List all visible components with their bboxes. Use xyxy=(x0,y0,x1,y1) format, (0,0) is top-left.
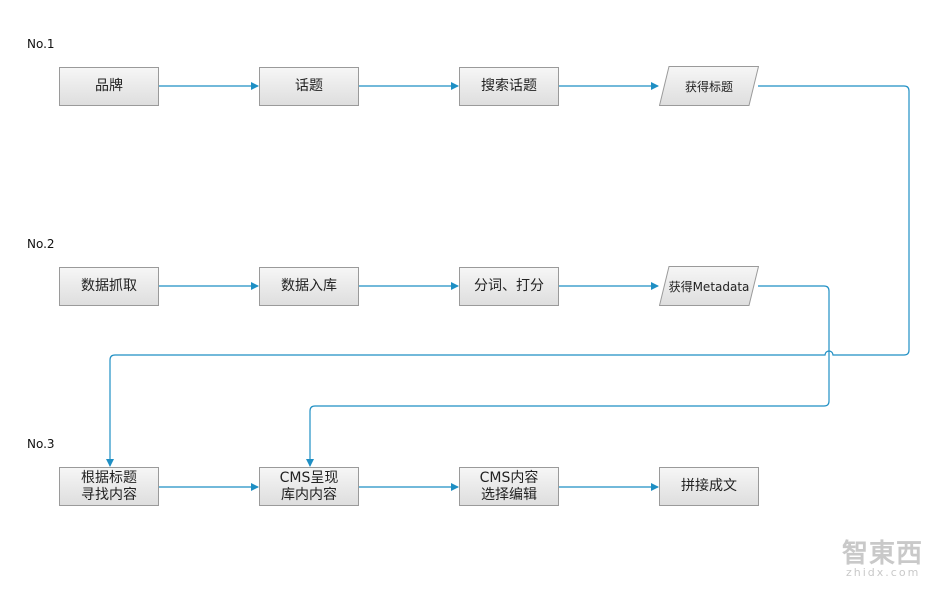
node-cms-edit: CMS内容 选择编辑 xyxy=(459,467,559,506)
connector-metadata-to-cms xyxy=(306,285,830,467)
row-label-3: No.3 xyxy=(27,437,55,451)
node-get-title: 获得标题 xyxy=(659,66,759,106)
node-compose-article: 拼接成文 xyxy=(659,467,759,506)
node-find-content: 根据标题 寻找内容 xyxy=(59,467,159,506)
parallelogram-shape xyxy=(659,66,759,106)
node-data-crawl: 数据抓取 xyxy=(59,267,159,306)
watermark-logo: 智東西 xyxy=(842,539,924,569)
node-topic: 话题 xyxy=(259,67,359,106)
node-segment-score: 分词、打分 xyxy=(459,267,559,306)
parallelogram-shape xyxy=(659,266,759,306)
node-cms-present: CMS呈现 库内内容 xyxy=(259,467,359,506)
row-label-2: No.2 xyxy=(27,237,55,251)
row-label-1: No.1 xyxy=(27,37,55,51)
connector-title-to-find-content xyxy=(106,85,910,467)
node-get-metadata: 获得Metadata xyxy=(659,266,759,306)
node-get-metadata-label: 获得Metadata xyxy=(668,279,750,294)
watermark-site: zhidx.com xyxy=(846,566,921,579)
node-search-topic: 搜索话题 xyxy=(459,67,559,106)
node-data-store: 数据入库 xyxy=(259,267,359,306)
node-brand: 品牌 xyxy=(59,67,159,106)
node-get-title-label: 获得标题 xyxy=(684,79,733,94)
